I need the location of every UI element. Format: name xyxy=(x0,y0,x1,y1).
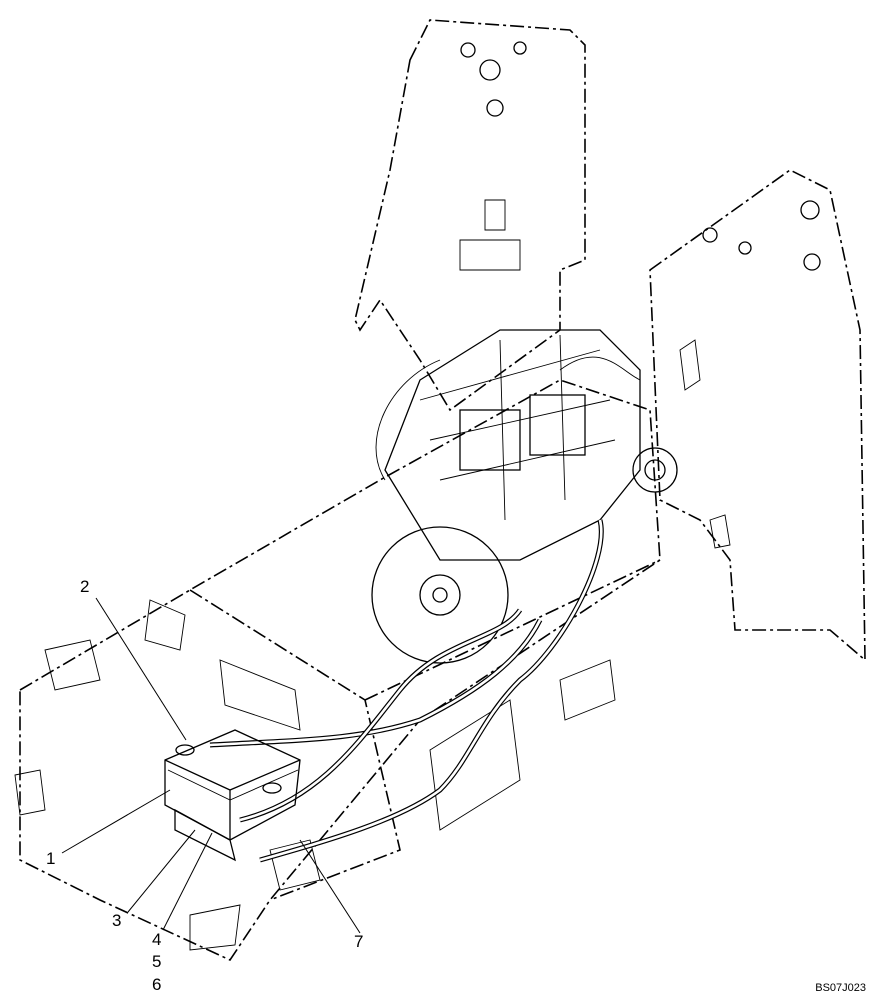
leader-7 xyxy=(299,839,361,934)
callout-7: 7 xyxy=(354,932,364,951)
reference-code: BS07J023 xyxy=(815,982,866,994)
callout-6: 6 xyxy=(152,975,162,994)
callout-4: 4 xyxy=(152,930,162,949)
leader-3 xyxy=(127,829,196,913)
callout-1: 1 xyxy=(46,849,56,868)
callout-5: 5 xyxy=(152,952,162,971)
leader-2 xyxy=(95,597,187,741)
battery xyxy=(164,729,301,862)
battery-cables xyxy=(209,519,604,863)
leader-4 xyxy=(162,832,213,931)
right-upright-tower xyxy=(649,169,866,662)
chassis-frame xyxy=(14,379,661,962)
callout-leaders xyxy=(61,597,361,934)
left-upright-tower xyxy=(354,19,586,412)
callout-2: 2 xyxy=(80,577,90,596)
engine-assembly xyxy=(371,329,678,664)
callout-3: 3 xyxy=(112,911,122,930)
leader-1 xyxy=(61,789,171,854)
